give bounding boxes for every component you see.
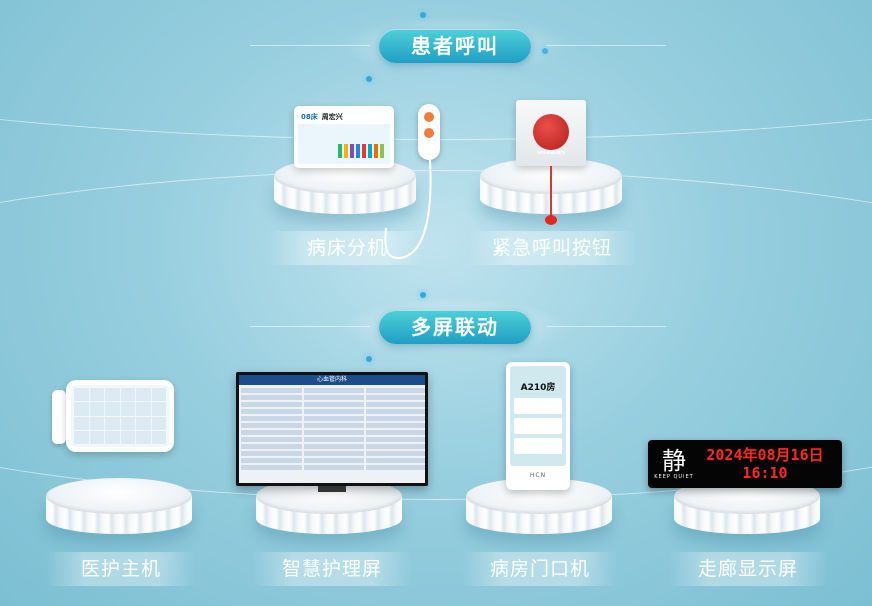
bed-card (514, 418, 562, 434)
nurse-host-screen (71, 385, 169, 447)
keep-quiet-sign: 静 KEEP QUIET (654, 448, 694, 480)
smart-screen-display: 心血管内科 (239, 375, 425, 483)
bed-number: 08床 (301, 113, 318, 121)
pedestal-top (46, 478, 192, 514)
door-terminal: A210房 HCN (506, 362, 570, 490)
bedside-terminal: 08床 周宏兴 (294, 106, 394, 168)
handheld-call-unit (418, 104, 440, 160)
label-bedside: 病床分机 (268, 231, 426, 265)
bedside-header: 08床 周宏兴 (298, 110, 390, 124)
bed-card (514, 398, 562, 414)
bedside-screen: 08床 周宏兴 (298, 110, 390, 164)
decor-dot (366, 76, 372, 82)
door-screen: A210房 (510, 366, 566, 466)
led-date: 2024年08月16日 (706, 446, 824, 464)
section-title-label: 多屏联动 (379, 310, 531, 344)
title-divider (546, 45, 666, 46)
handset-cord (384, 159, 432, 260)
title-divider (546, 326, 666, 327)
call-button-icon (424, 112, 434, 122)
label-smart-screen: 智慧护理屏 (252, 552, 412, 586)
bedside-tags (338, 144, 384, 158)
nurse-handset (52, 390, 66, 444)
corridor-led-display: 静 KEEP QUIET 2024年08月16日 16:10 (648, 440, 842, 488)
door-brand: HCN (529, 472, 547, 479)
patient-name: 周宏兴 (321, 113, 343, 121)
section-title-label: 患者呼叫 (379, 29, 531, 63)
led-datetime: 2024年08月16日 16:10 (694, 446, 836, 482)
room-number: A210房 (520, 383, 556, 393)
label-emergency: 紧急呼叫按钮 (468, 231, 636, 265)
led-time: 16:10 (742, 464, 788, 482)
quiet-caption: KEEP QUIET (654, 474, 694, 480)
nurse-host-terminal (66, 380, 174, 452)
cancel-button-icon (424, 128, 434, 138)
quiet-character: 静 (662, 447, 686, 475)
title-divider (250, 326, 370, 327)
decor-dot (366, 356, 372, 362)
emergency-text: EMERGENCY (537, 150, 565, 155)
pull-cord (545, 166, 557, 225)
pedestal-corridor (674, 478, 820, 550)
screen-stand (318, 486, 346, 492)
emergency-red-button: EMERGENCY (533, 114, 569, 155)
decor-dot (420, 12, 426, 18)
smart-screen-grid (241, 388, 425, 470)
pedestal-smart-screen (256, 478, 402, 550)
title-divider (250, 45, 370, 46)
decor-dot (420, 292, 426, 298)
smart-screen-title: 心血管内科 (239, 375, 425, 385)
section-title-patient-call: 患者呼叫 (340, 16, 570, 76)
bed-card (514, 438, 562, 454)
section-title-multi-screen: 多屏联动 (340, 297, 570, 357)
label-door: 病房门口机 (462, 552, 618, 586)
smart-nursing-screen: 心血管内科 (236, 372, 428, 486)
label-corridor: 走廊显示屏 (668, 552, 828, 586)
label-nurse-host: 医护主机 (46, 552, 196, 586)
decor-arc (0, 170, 872, 500)
pedestal-nurse-host (46, 478, 192, 550)
emergency-button-device: EMERGENCY (516, 100, 586, 166)
